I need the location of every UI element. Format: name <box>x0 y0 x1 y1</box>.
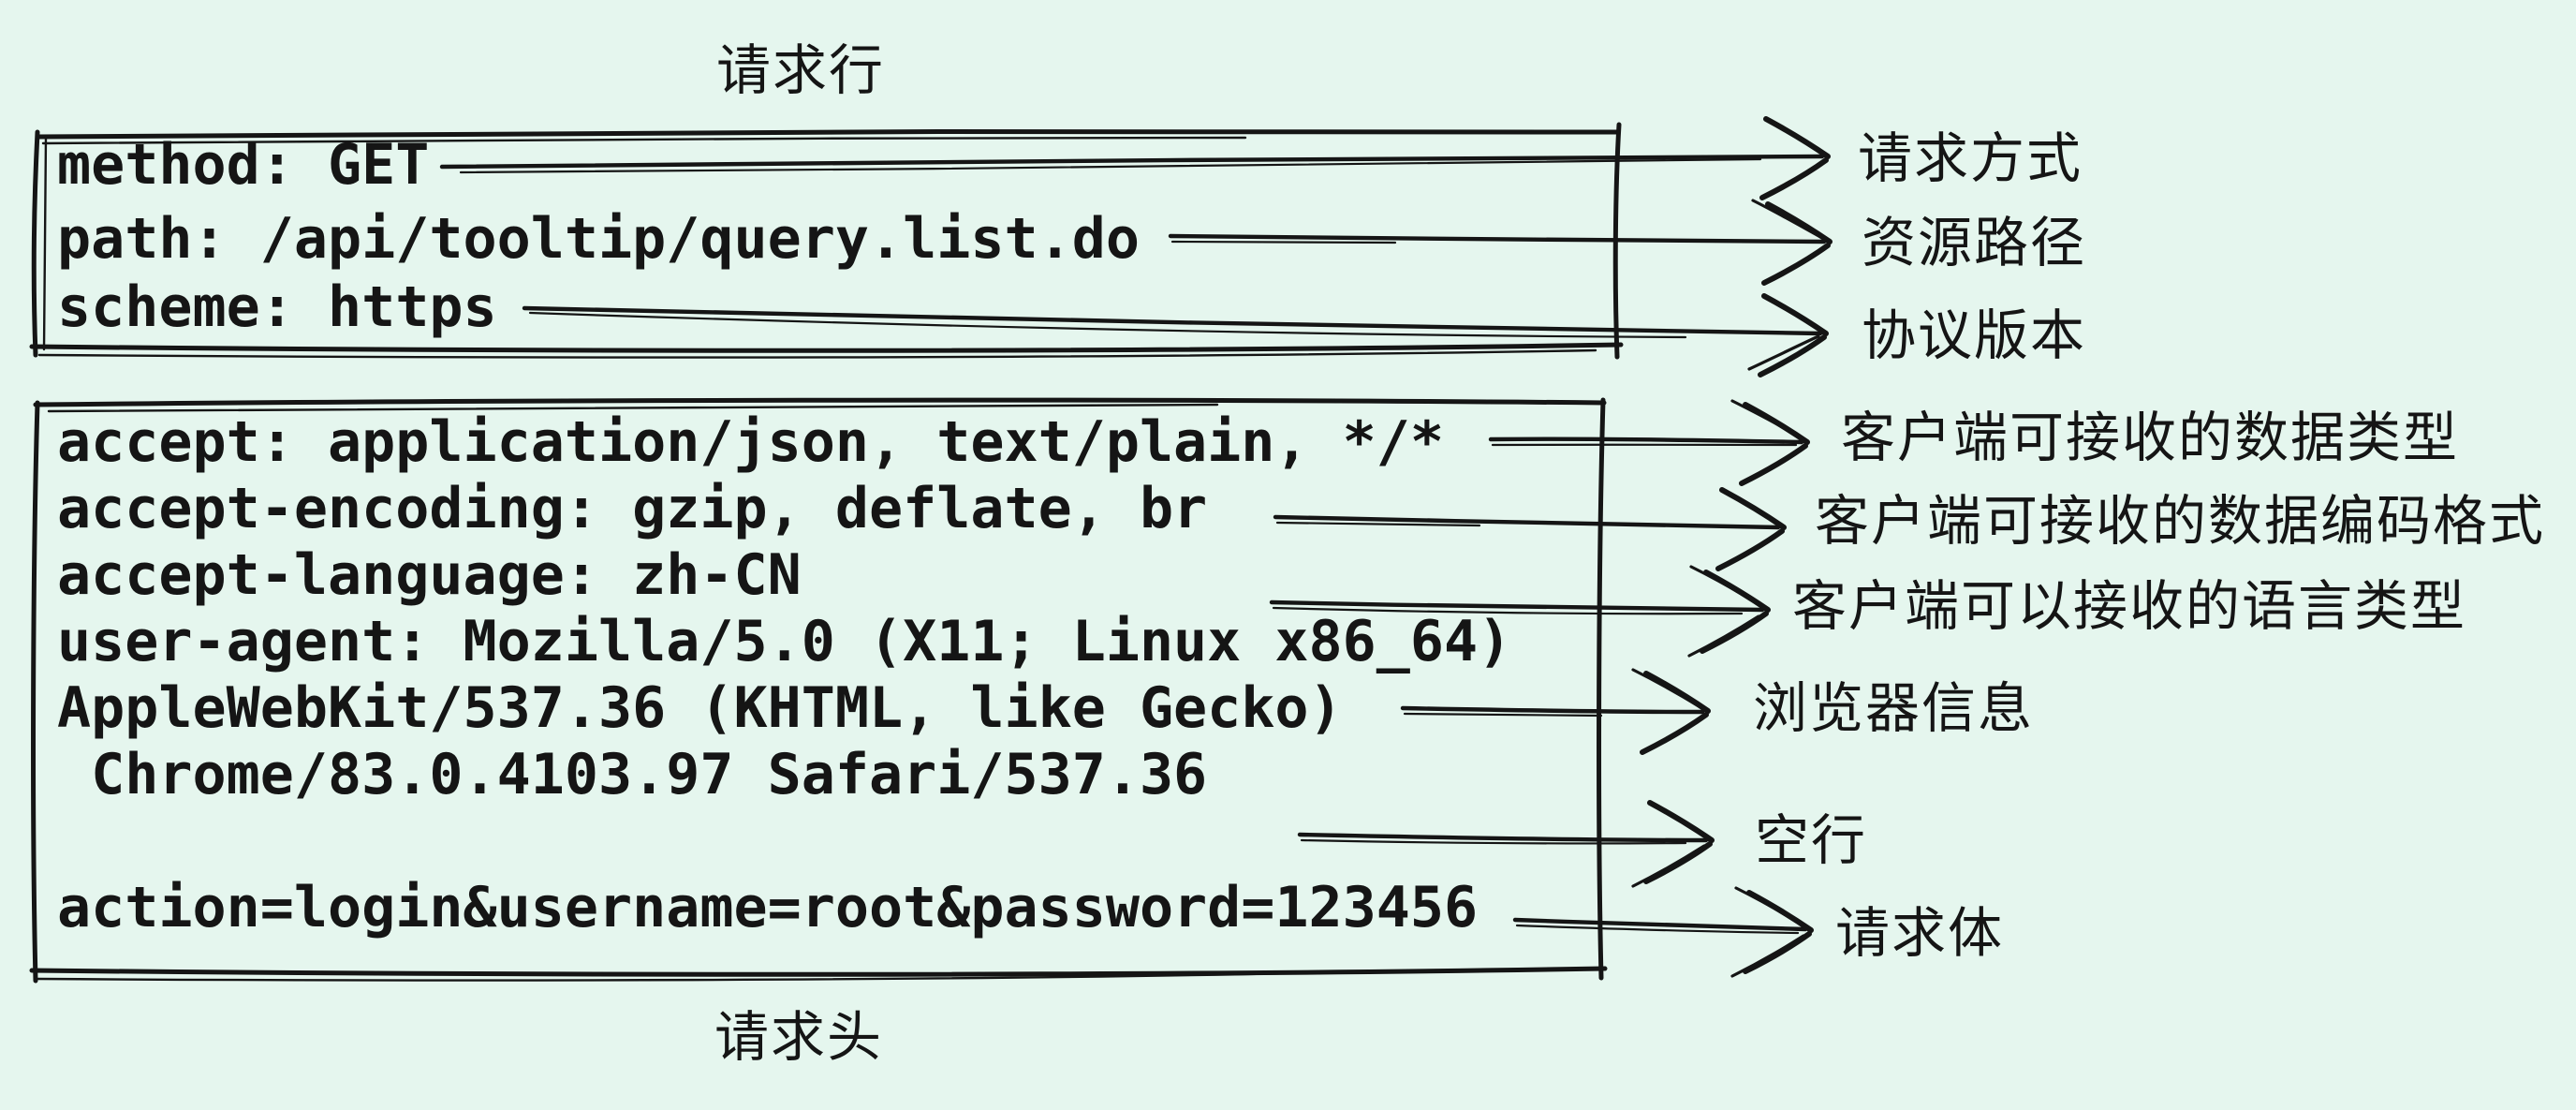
title-request-headers: 请求头 <box>714 1007 884 1068</box>
request-line-text-path: path: /api/tooltip/query.list.do <box>57 206 1140 272</box>
label-request-method: 请求方式 <box>1858 128 2083 189</box>
header-line-applewebkit: AppleWebKit/537.36 (KHTML, like Gecko) <box>57 675 1343 741</box>
label-acceptable-data-types: 客户端可接收的数据类型 <box>1841 407 2460 468</box>
label-acceptable-encodings: 客户端可接收的数据编码格式 <box>1815 491 2546 552</box>
arrow-scheme <box>522 293 1829 377</box>
arrow-user-agent <box>1400 668 1711 755</box>
arrow-method <box>439 116 1831 200</box>
title-request-line: 请求行 <box>716 40 886 101</box>
label-acceptable-languages: 客户端可以接收的语言类型 <box>1792 576 2467 637</box>
arrow-accept <box>1488 399 1810 486</box>
request-line-text-method: method: GET <box>57 132 430 198</box>
label-resource-path: 资源路径 <box>1862 213 2087 274</box>
label-request-body: 请求体 <box>1835 903 2005 964</box>
header-line-chrome: Chrome/83.0.4103.97 Safari/537.36 <box>57 742 1208 807</box>
label-blank-line: 空行 <box>1755 810 1868 871</box>
label-protocol-version: 协议版本 <box>1862 305 2087 366</box>
arrow-accept-language <box>1269 565 1771 658</box>
label-browser-info: 浏览器信息 <box>1753 678 2035 739</box>
arrow-accept-encoding <box>1273 487 1787 571</box>
body-line-action: action=login&username=root&password=1234… <box>57 875 1479 940</box>
arrow-path <box>1168 199 1833 286</box>
header-line-user-agent: user-agent: Mozilla/5.0 (X11; Linux x86_… <box>57 609 1512 674</box>
request-line-text-scheme: scheme: https <box>57 274 497 340</box>
header-line-accept-language: accept-language: zh-CN <box>57 542 802 608</box>
request-line-box <box>29 122 1624 360</box>
arrow-blank-line <box>1297 800 1715 888</box>
header-line-accept-encoding: accept-encoding: gzip, deflate, br <box>57 476 1208 541</box>
header-line-accept: accept: application/json, text/plain, */… <box>57 409 1445 475</box>
arrow-request-body <box>1512 886 1814 978</box>
